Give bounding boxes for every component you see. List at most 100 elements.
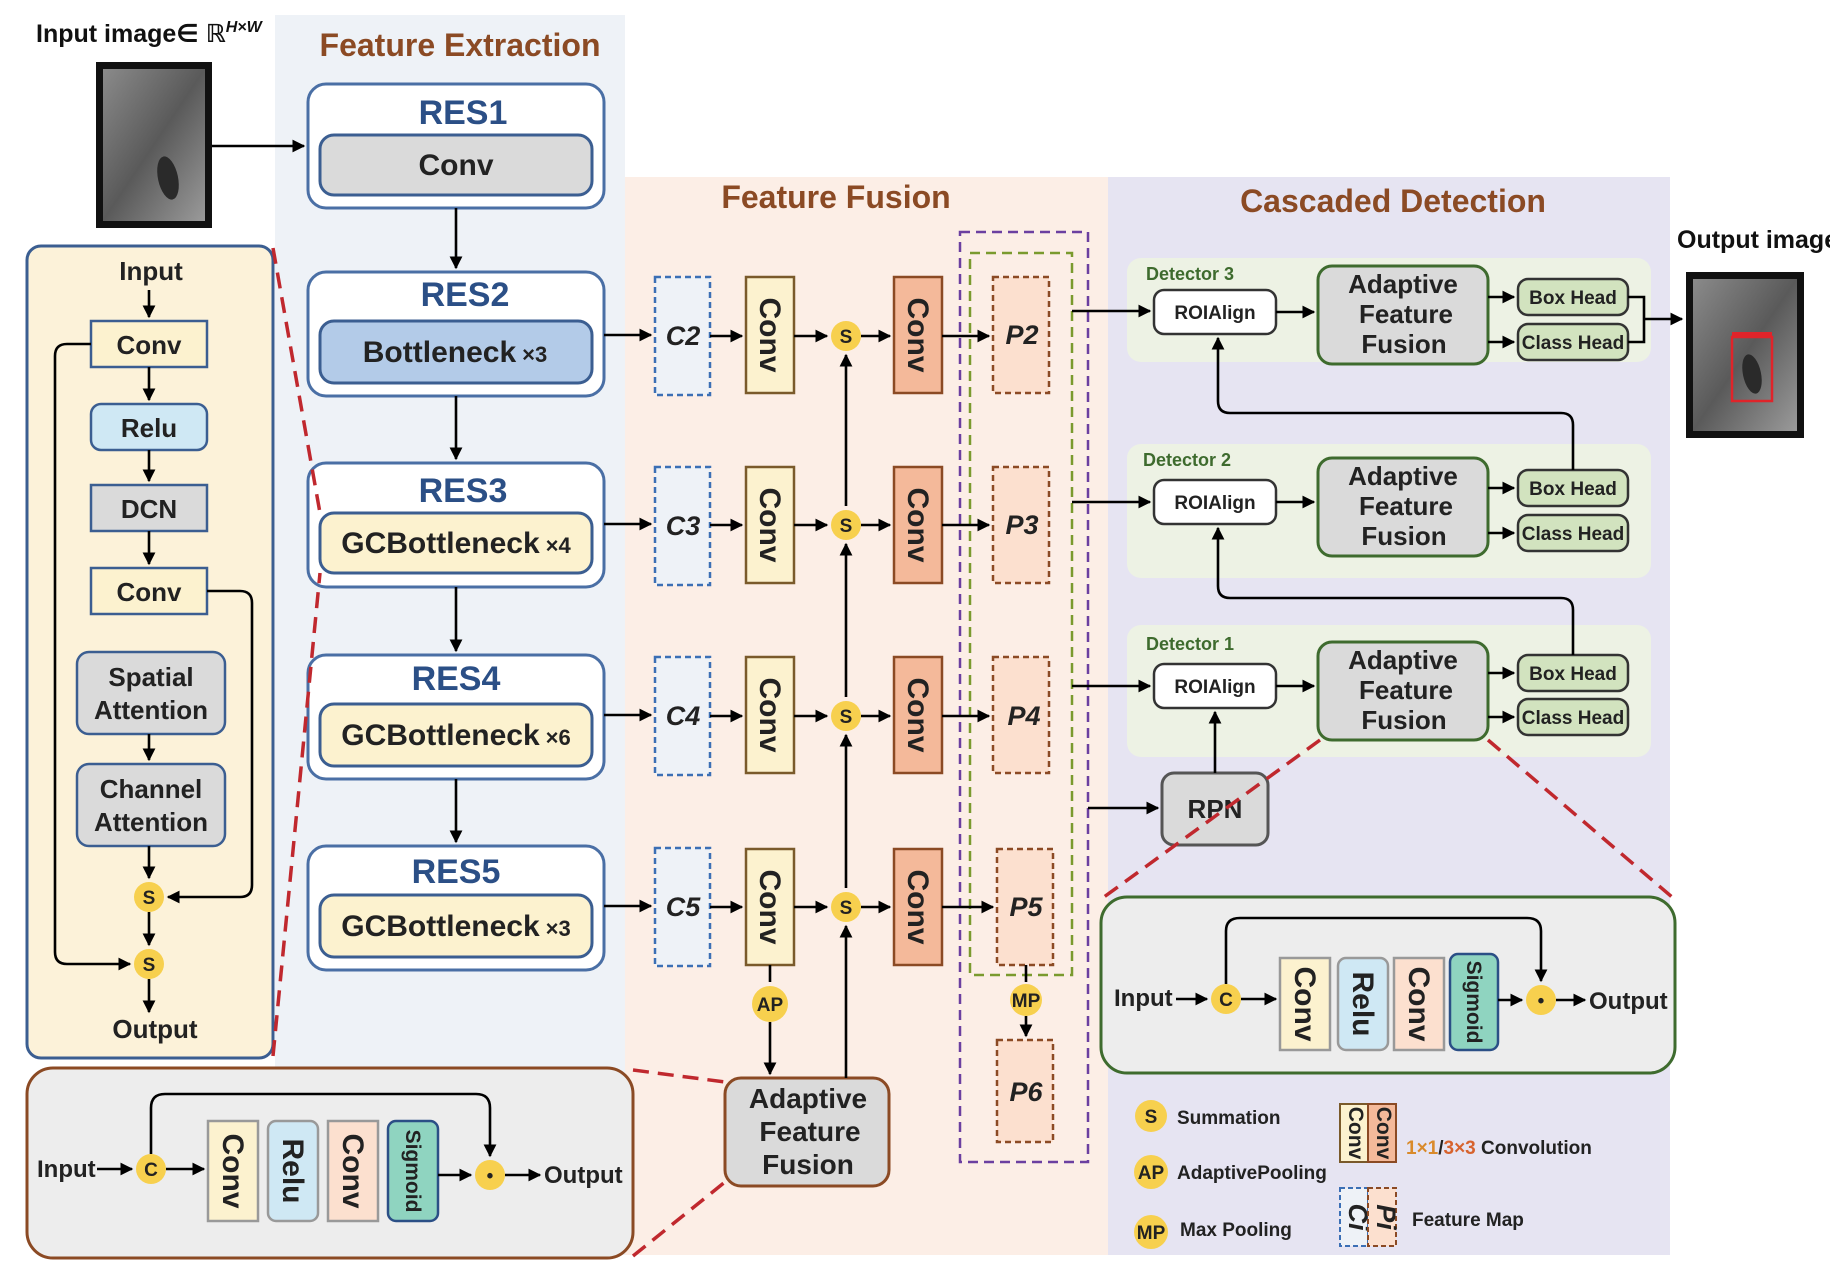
aff-left-output: Output: [544, 1162, 623, 1189]
input-image: [96, 62, 212, 228]
svg-text:Feature: Feature: [1359, 675, 1453, 705]
svg-text:C: C: [144, 1160, 158, 1181]
output-image: [1686, 272, 1804, 438]
svg-text:Class Head: Class Head: [1522, 708, 1624, 729]
fusion-sum-3: [831, 701, 861, 731]
svg-text:Conv: Conv: [336, 1134, 369, 1209]
p3-map: [991, 465, 1051, 585]
cascaded-detection-title: Cascaded Detection: [1240, 183, 1546, 219]
res1-conv-label: Conv: [419, 149, 494, 182]
aff-left-conv1: [206, 1119, 260, 1223]
p6-map: [995, 1038, 1055, 1144]
svg-text:Conv: Conv: [901, 488, 934, 563]
svg-text:ROIAlign: ROIAlign: [1174, 677, 1255, 698]
aff-detail-right: Input C Conv Relu Conv Sigmoid • Output: [1099, 895, 1677, 1075]
svg-text:Adaptive: Adaptive: [1348, 461, 1458, 491]
svg-text:Box Head: Box Head: [1529, 288, 1617, 309]
fusion-sum-1: [831, 321, 861, 351]
max-pooling-node: [1010, 984, 1042, 1016]
class-head-1: [1516, 697, 1630, 737]
svg-text:Sigmoid: Sigmoid: [1462, 961, 1485, 1044]
lateral-conv-2: [744, 465, 796, 585]
feature-extraction-bg: [275, 15, 625, 1255]
p5-map: [995, 847, 1055, 967]
legend-adaptive-pooling-icon: [1134, 1155, 1168, 1189]
gc-spatial-label-1: Spatial: [108, 662, 193, 692]
legend-conv-3x3-icon: [1367, 1103, 1397, 1163]
res5-block: RES5 GCBottleneck×3: [306, 844, 606, 972]
svg-text:Conv: Conv: [1402, 967, 1435, 1042]
svg-text:Box Head: Box Head: [1529, 664, 1617, 685]
svg-text:Conv: Conv: [1372, 1107, 1395, 1160]
fusion-sum-nodes: S S S S: [831, 321, 861, 922]
aff-right-sigmoid: [1448, 952, 1500, 1052]
svg-text:C: C: [1219, 990, 1233, 1011]
svg-text:Conv: Conv: [216, 1134, 249, 1209]
aff-left-relu: [266, 1119, 320, 1223]
heads: Box Head Class Head Box Head Class Head …: [1516, 277, 1630, 737]
res5-gcbottleneck-label: GCBottleneck×3: [341, 910, 570, 943]
svg-text:RPN: RPN: [1188, 794, 1243, 824]
svg-text:Conv: Conv: [753, 488, 786, 563]
gc-sum-node-1: [134, 882, 164, 912]
svg-text:C2: C2: [666, 321, 701, 351]
svg-text:P2: P2: [1005, 320, 1038, 350]
lateral-conv-4: [744, 847, 796, 967]
aff-detail-left: Input C Conv Relu Conv Sigmoid • Output: [25, 1066, 635, 1260]
p4-map: [991, 655, 1051, 775]
svg-text:Adaptive: Adaptive: [749, 1083, 867, 1114]
aff-right-zoom-line-right: [1486, 738, 1674, 899]
svg-text:Class Head: Class Head: [1522, 333, 1624, 354]
svg-text:P3: P3: [1005, 510, 1038, 540]
legend-max-pooling-icon: [1134, 1215, 1168, 1249]
c5-map: [653, 846, 712, 968]
p2-map: [991, 275, 1051, 395]
svg-text:S: S: [143, 955, 156, 976]
aff-right-output: Output: [1589, 988, 1668, 1015]
legend: S Summation AP AdaptivePooling MP Max Po…: [1134, 1100, 1592, 1249]
gc-conv2-box: [89, 566, 209, 616]
svg-text:Box Head: Box Head: [1529, 479, 1617, 500]
detector-3-aff: Adaptive Feature Fusion: [1316, 264, 1490, 366]
svg-text:Fusion: Fusion: [1361, 705, 1446, 735]
aff-left-zoom-line-bottom: [631, 1180, 727, 1258]
gc-spatial-label-2: Attention: [94, 695, 208, 725]
aff-right-conv1: [1278, 956, 1332, 1052]
gc-channel-label-1: Channel: [100, 774, 203, 804]
svg-text:Adaptive: Adaptive: [1348, 645, 1458, 675]
adaptive-pooling-node: [752, 986, 788, 1022]
svg-text:Relu: Relu: [276, 1138, 309, 1203]
aff-left-multiply: [475, 1160, 505, 1190]
svg-text:Conv: Conv: [753, 870, 786, 945]
svg-text:Fusion: Fusion: [1361, 329, 1446, 359]
svg-text:P5: P5: [1009, 892, 1043, 922]
svg-text:ROIAlign: ROIAlign: [1174, 493, 1255, 514]
svg-text:Feature: Feature: [759, 1116, 860, 1147]
gc-channel-attention-box: [75, 762, 227, 848]
svg-text:Feature: Feature: [1359, 299, 1453, 329]
svg-text:P4: P4: [1007, 701, 1040, 731]
svg-text:Conv: Conv: [901, 870, 934, 945]
lateral-conv-1: [744, 275, 796, 395]
gc-conv2-label: Conv: [117, 577, 183, 607]
legend-ci-icon: [1339, 1187, 1369, 1247]
c-maps: C2 C3 C4 C5: [653, 275, 712, 968]
class-head-2: [1516, 513, 1630, 553]
gc-relu-label: Relu: [121, 413, 177, 443]
fusion-sum-2: [831, 510, 861, 540]
fusion-sum-4: [831, 892, 861, 922]
res4-gcbottleneck-label: GCBottleneck×6: [341, 719, 570, 752]
input-image-title: Input image∈ ℝH×W: [36, 19, 264, 48]
gc-conv1-label: Conv: [117, 330, 183, 360]
detector-2-label: Detector 2: [1143, 450, 1231, 470]
aff-right-input: Input: [1114, 985, 1173, 1012]
svg-text:P6: P6: [1009, 1077, 1043, 1107]
svg-text:S: S: [840, 327, 853, 348]
svg-text:Conv: Conv: [753, 298, 786, 373]
legend-feature-map-label: Feature Map: [1412, 1210, 1524, 1231]
svg-text:Feature: Feature: [1359, 491, 1453, 521]
aff-left-zoom-line-top: [632, 1068, 726, 1084]
svg-text:Adaptive: Adaptive: [1348, 269, 1458, 299]
res1-block: RES1 Conv: [306, 82, 606, 210]
res3-label: RES3: [419, 472, 508, 510]
